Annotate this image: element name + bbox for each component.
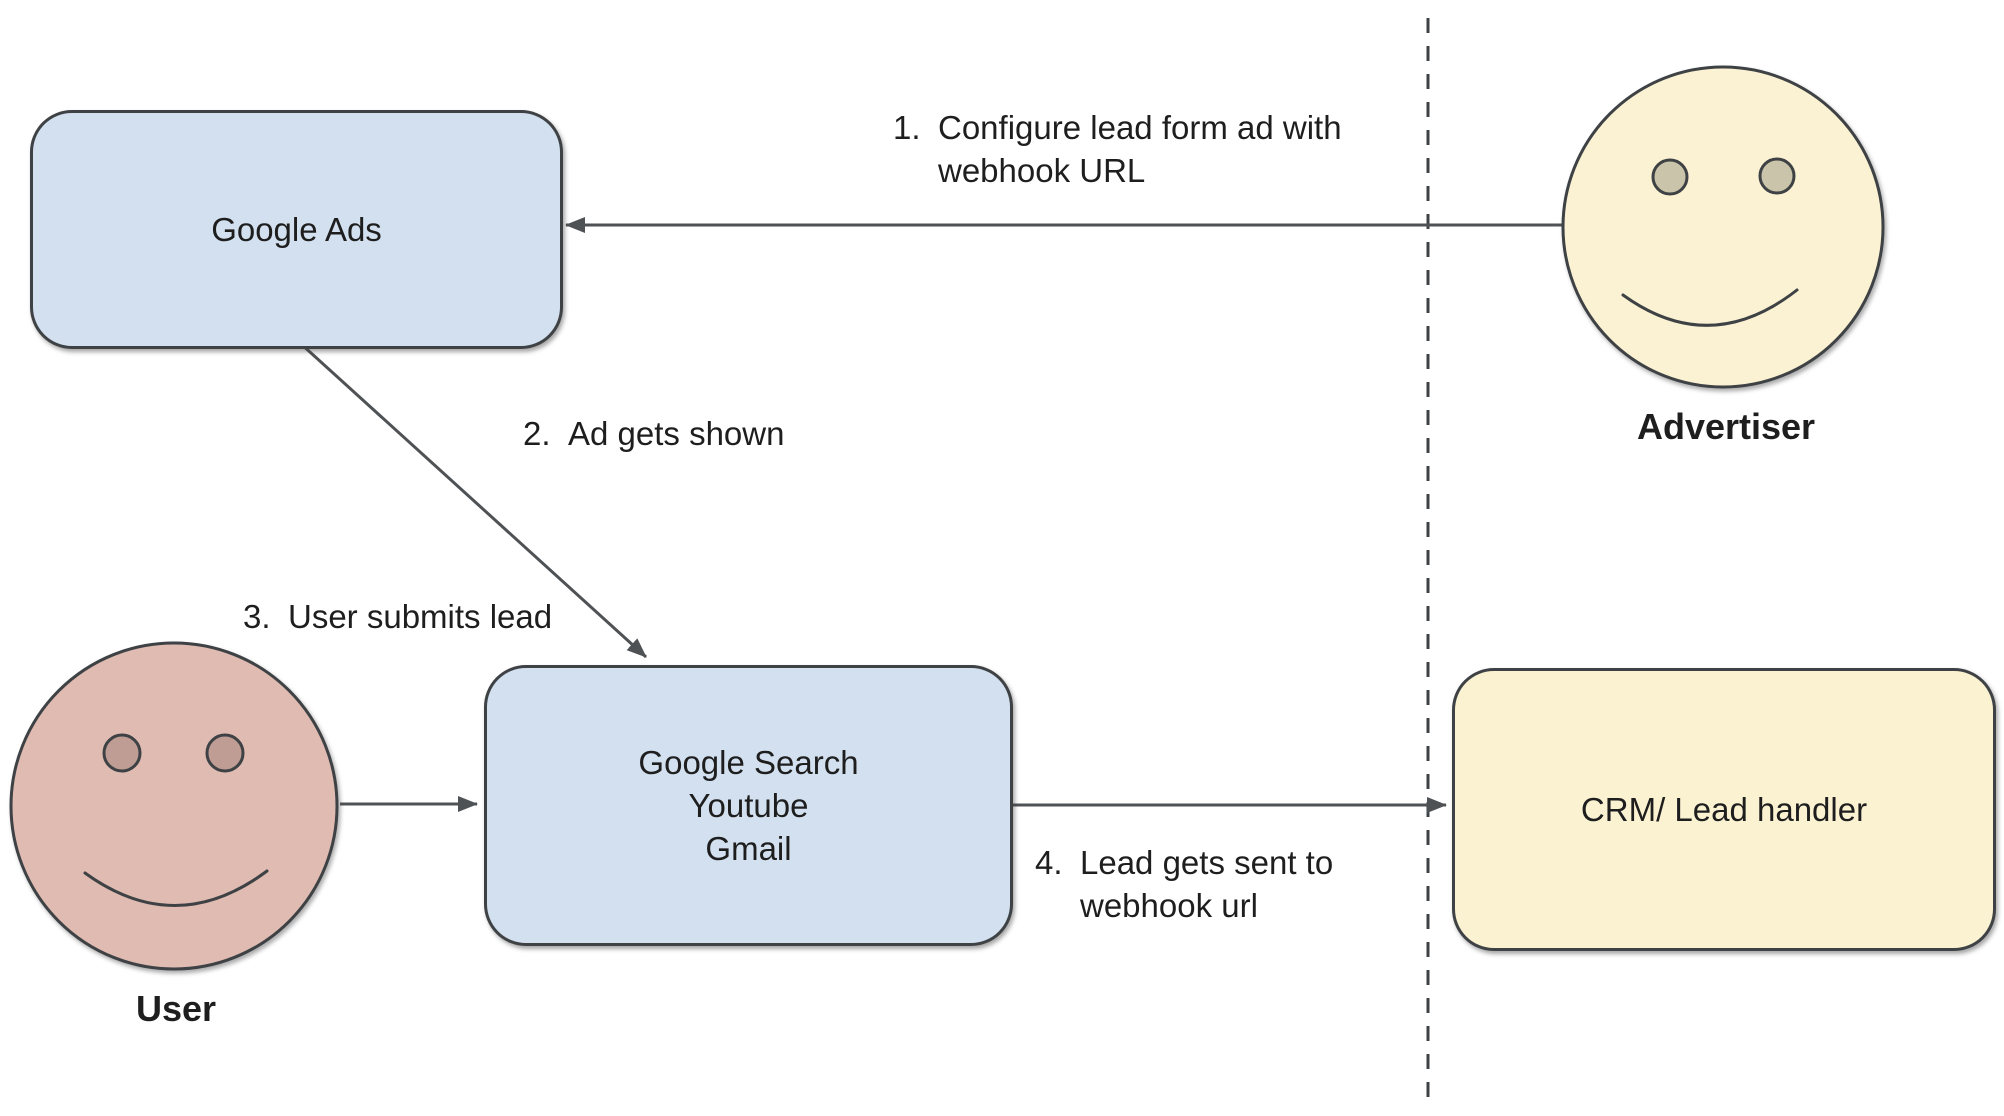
step-4-line-2: webhook url [1080, 887, 1258, 924]
google-platforms-node: Google Search Youtube Gmail [484, 665, 1013, 946]
step-4-line-1: Lead gets sent to [1080, 844, 1334, 881]
advertiser-smile-icon [1621, 288, 1799, 327]
user-right-eye-icon [205, 733, 245, 773]
advertiser-face-icon [1561, 65, 1885, 389]
crm-lead-handler-node: CRM/ Lead handler [1452, 668, 1996, 951]
step-1-line-2: webhook URL [938, 152, 1146, 189]
step-1-number: 1. [893, 109, 921, 146]
step-1-line-1: Configure lead form ad with [938, 109, 1342, 146]
step-3-annotation: 3. User submits lead [243, 595, 552, 638]
platforms-line-3: Gmail [705, 830, 792, 867]
step-2-annotation: 2. Ad gets shown [523, 412, 784, 455]
advertiser-left-eye-icon [1651, 158, 1689, 196]
user-head [9, 641, 339, 971]
step-3-line-1: User submits lead [288, 598, 553, 635]
platforms-line-1: Google Search [638, 744, 859, 781]
crm-label: CRM/ Lead handler [1580, 791, 1868, 828]
platforms-line-2: Youtube [688, 787, 809, 824]
user-left-eye-icon [102, 733, 142, 773]
advertiser-right-eye-icon [1758, 157, 1796, 195]
google-ads-label: Google Ads [211, 211, 382, 248]
advertiser-label: Advertiser [1636, 406, 1816, 447]
step-1-annotation: 1. Configure lead form ad with webhook U… [893, 106, 1342, 192]
user-face-icon [9, 641, 339, 971]
user-label: User [135, 988, 217, 1029]
step-4-annotation: 4. Lead gets sent to webhook url [1035, 841, 1333, 927]
step-4-number: 4. [1035, 844, 1063, 881]
step-2-line-1: Ad gets shown [568, 415, 785, 452]
step-2-number: 2. [523, 415, 551, 452]
user-smile-icon [83, 869, 269, 907]
google-ads-node: Google Ads [30, 110, 563, 349]
step-3-number: 3. [243, 598, 271, 635]
advertiser-head [1561, 65, 1885, 389]
